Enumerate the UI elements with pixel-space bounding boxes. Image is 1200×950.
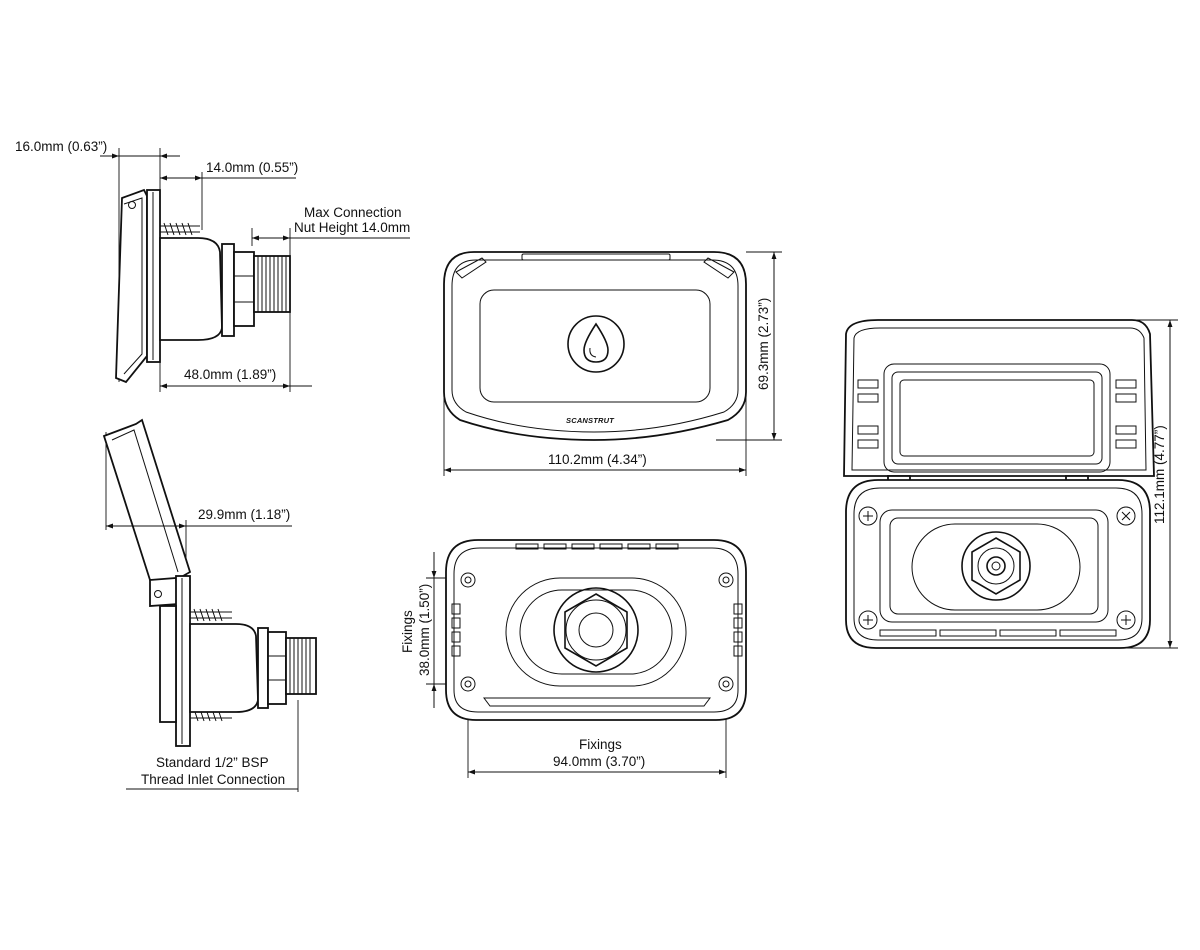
rear-fixings-vertical-title: Fixings xyxy=(400,610,415,653)
rear-view xyxy=(426,539,747,778)
brand-logo: SCANSTRUT xyxy=(566,416,615,425)
side-total-length-label: 48.0mm (1.89”) xyxy=(184,367,276,382)
rear-fixings-horizontal-title: Fixings xyxy=(579,737,622,752)
thread-label-line1: Standard 1/2” BSP xyxy=(156,755,269,770)
fixing-hole xyxy=(460,572,734,692)
rear-fixings-vertical-label: 38.0mm (1.50”) xyxy=(417,584,432,676)
screw-head-icon xyxy=(858,506,1136,630)
max-connection-label: Max Connection xyxy=(304,205,402,220)
open-height-label: 112.1mm (4.77”) xyxy=(1152,425,1167,524)
front-height-label: 69.3mm (2.73”) xyxy=(756,298,771,390)
open-lid-clearance-label: 29.9mm (1.18”) xyxy=(198,507,290,522)
front-width-label: 110.2mm (4.34”) xyxy=(548,452,647,467)
rear-fixings-horizontal-label: 94.0mm (3.70”) xyxy=(553,754,645,769)
side-flange-depth-label: 14.0mm (0.55”) xyxy=(206,160,298,175)
front-view-open xyxy=(843,319,1178,649)
side-overall-depth-label: 16.0mm (0.63”) xyxy=(15,139,107,154)
front-view-closed: SCANSTRUT xyxy=(443,251,782,476)
thread-label-line2: Thread Inlet Connection xyxy=(141,772,285,787)
side-view-closed xyxy=(115,148,291,392)
nut-height-label: Nut Height 14.0mm xyxy=(294,220,410,235)
water-drop-badge xyxy=(567,315,625,373)
water-drop-icon xyxy=(583,322,609,363)
side-view-open xyxy=(102,418,317,792)
